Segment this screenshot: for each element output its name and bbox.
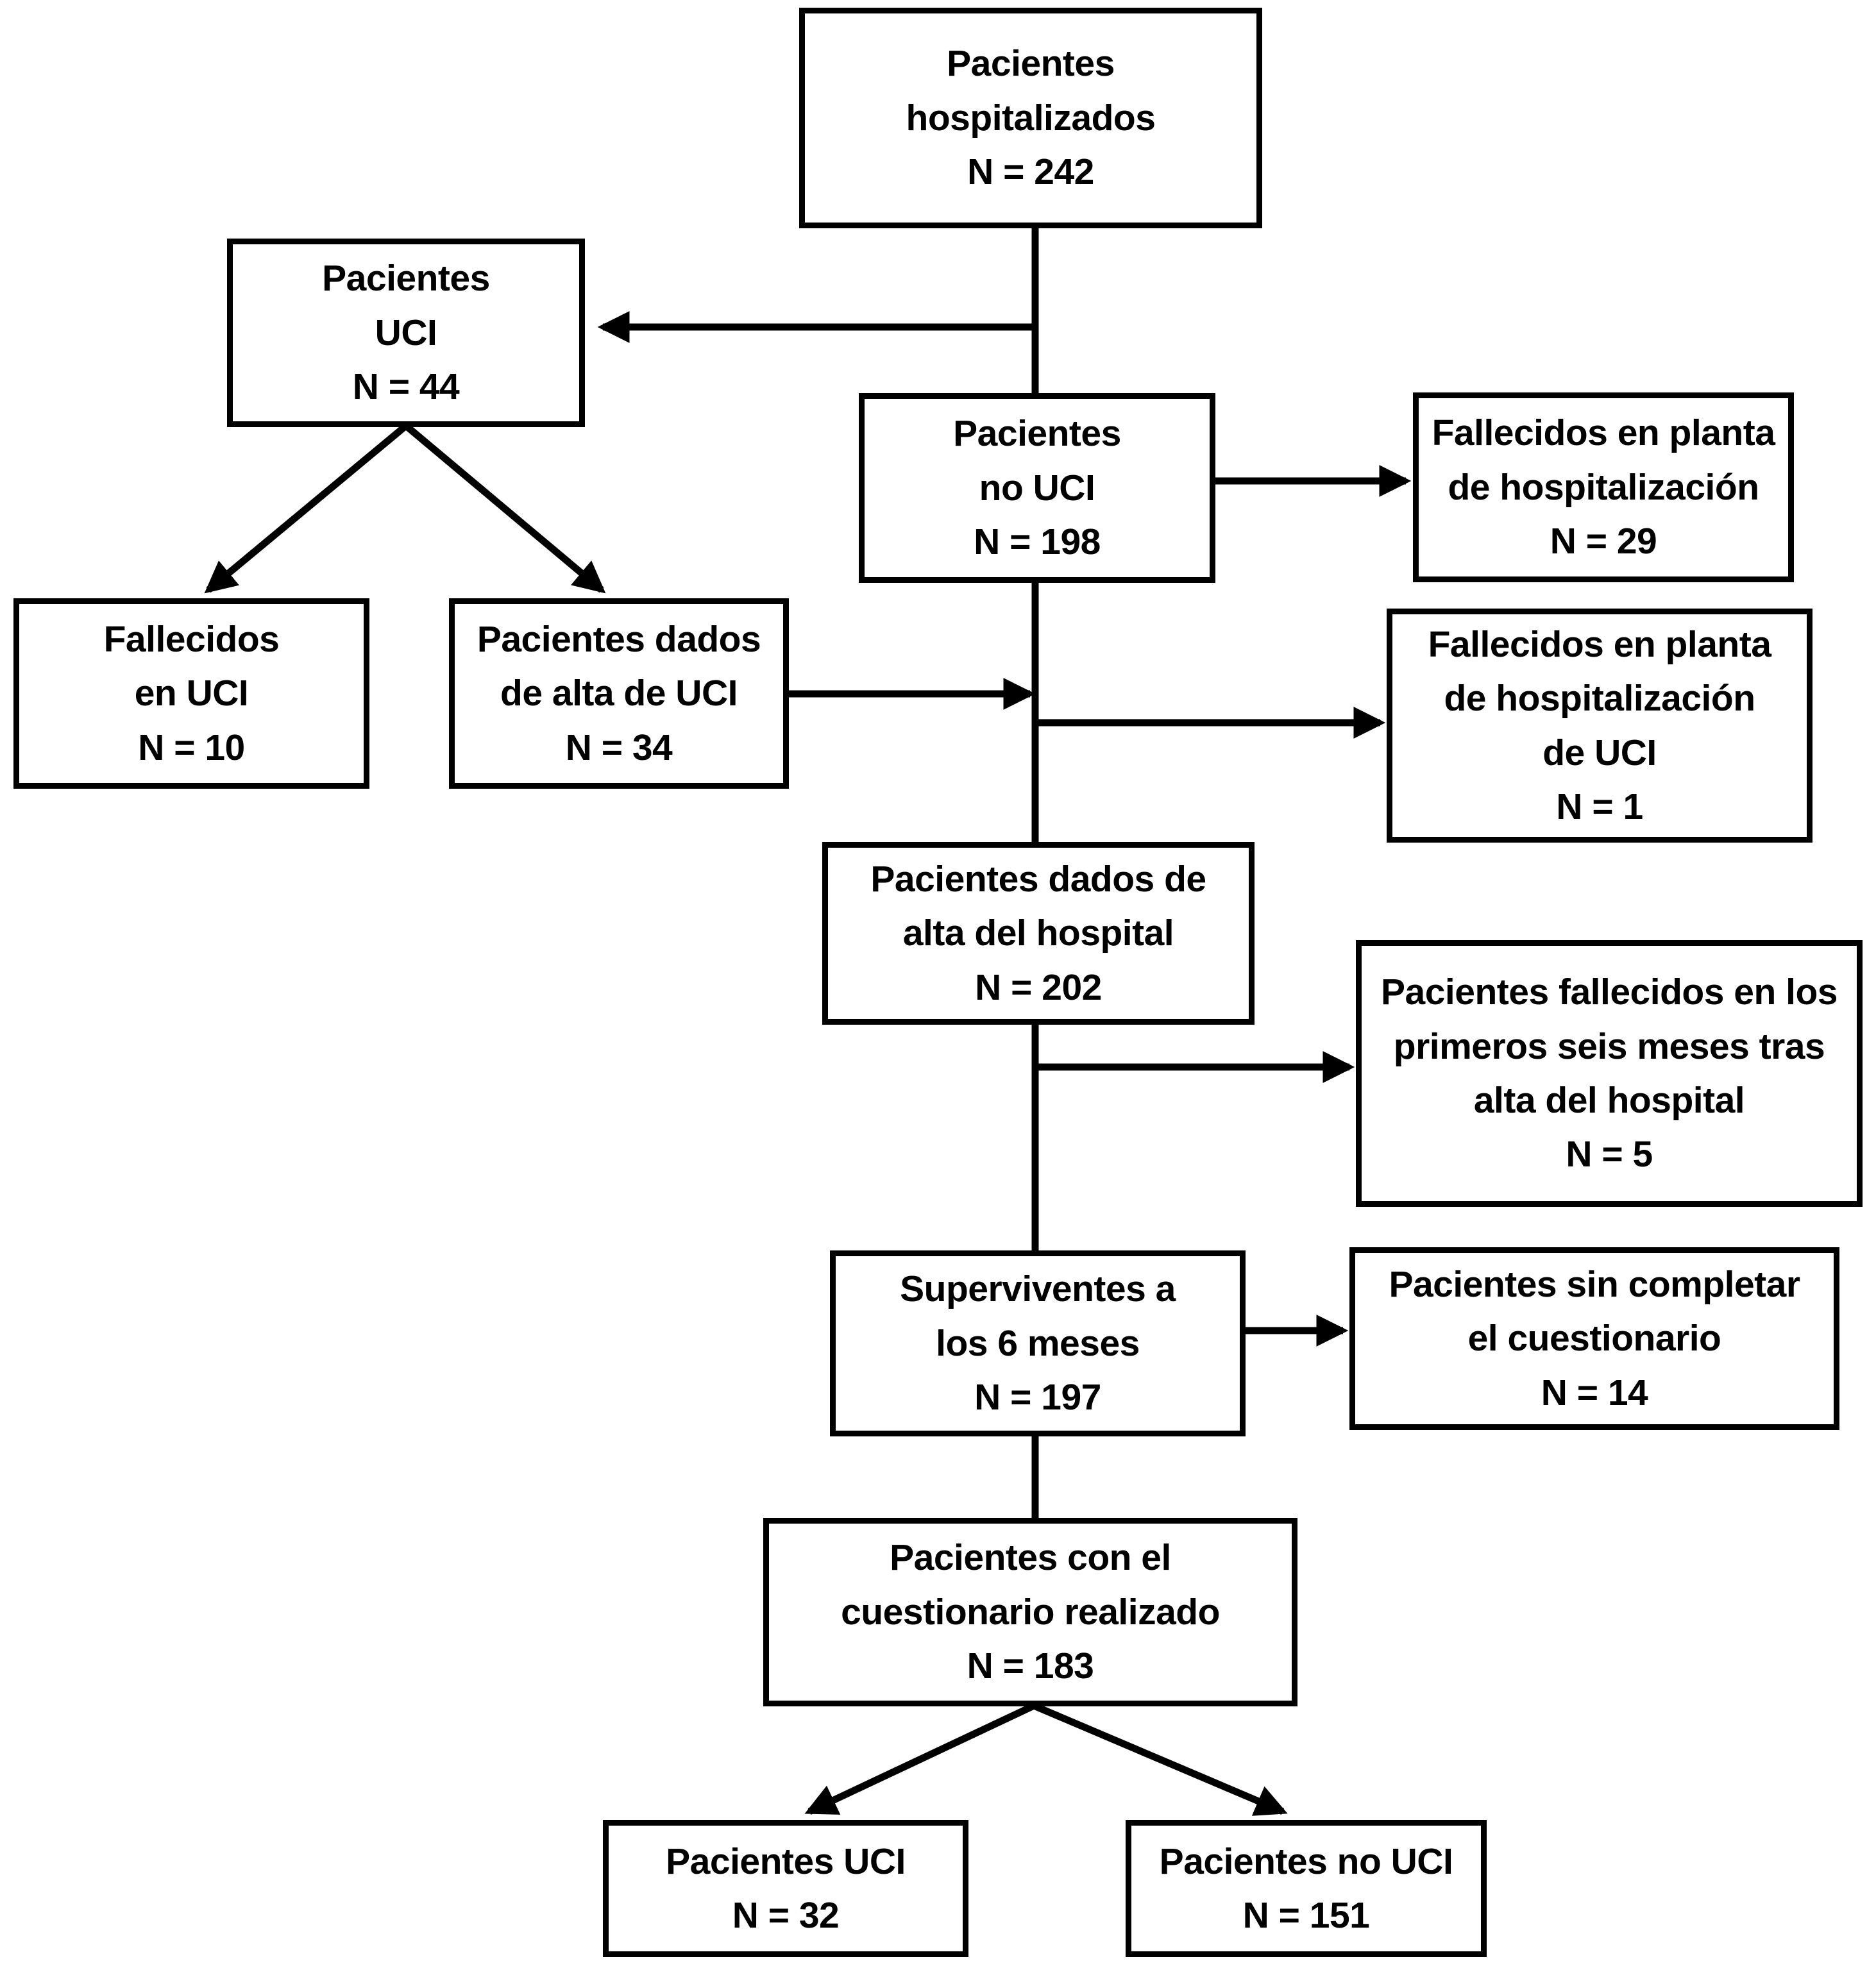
box-dados-alta-hospital-202: Pacientes dados de alta del hospital N =… [822, 842, 1255, 1025]
edge-cuestionario-to-no-uci-151 [1032, 1702, 1288, 1816]
box-fallecidos-planta-uci-1: Fallecidos en planta de hospitalización … [1387, 609, 1813, 843]
box-pacientes-uci-44: Pacientes UCI N = 44 [227, 239, 585, 427]
edge-cuestionario-to-uci-32 [804, 1703, 1036, 1815]
box-sin-completar-14: Pacientes sin completar el cuestionario … [1349, 1247, 1839, 1430]
box-pacientes-no-uci-151: Pacientes no UCI N = 151 [1126, 1820, 1487, 1957]
edge-uci44-to-fallecidos-uci-10 [204, 423, 409, 594]
box-pacientes-uci-32: Pacientes UCI N = 32 [603, 1820, 968, 1957]
box-cuestionario-realizado-183: Pacientes con el cuestionario realizado … [763, 1518, 1297, 1706]
box-fallecidos-planta-29: Fallecidos en planta de hospitalización … [1413, 392, 1794, 582]
box-fallecidos-6-meses-5: Pacientes fallecidos en los primeros sei… [1356, 940, 1863, 1207]
box-fallecidos-uci-10: Fallecidos en UCI N = 10 [13, 598, 369, 789]
box-pacientes-hospitalizados: Pacientes hospitalizados N = 242 [799, 8, 1262, 228]
box-superviventes-197: Superviventes a los 6 meses N = 197 [830, 1250, 1246, 1436]
box-dados-alta-uci-34: Pacientes dados de alta de UCI N = 34 [449, 598, 789, 789]
edge-uci44-to-dados-alta-uci-34 [403, 423, 606, 594]
box-pacientes-no-uci-198: Pacientes no UCI N = 198 [859, 393, 1215, 583]
